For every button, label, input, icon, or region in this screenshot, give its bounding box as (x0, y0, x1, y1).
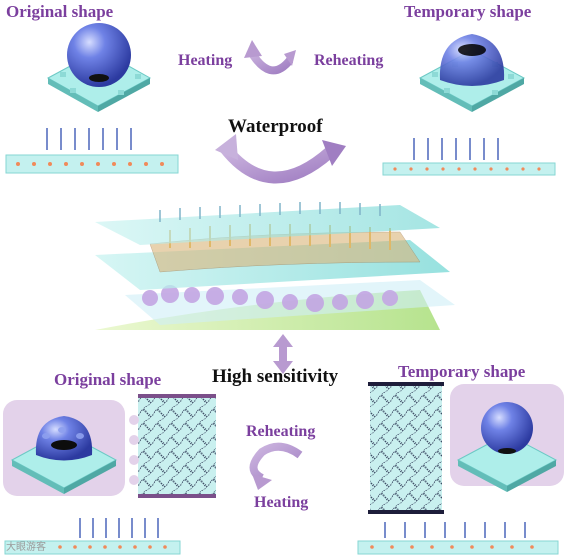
droplet-sphere-icon (67, 23, 131, 87)
top-cycle-arrows (244, 40, 296, 75)
label-original-shape-top: Original shape (6, 2, 114, 21)
label-waterproof: Waterproof (228, 116, 323, 137)
label-reheating-top: Reheating (314, 52, 384, 69)
bottom-left-panel (3, 400, 125, 496)
label-original-shape-bottom: Original shape (54, 370, 162, 389)
label-heating-top: Heating (178, 52, 233, 69)
bottom-left-fabric (129, 394, 216, 498)
bottom-cycle-arrow (249, 442, 303, 490)
bottom-left-pressure-strip (4, 518, 181, 555)
bottom-right-pressure-strip (357, 522, 559, 555)
top-left-device (46, 23, 152, 112)
top-right-pressure-strip (382, 138, 556, 176)
watermark: 大眼游客 (6, 542, 46, 553)
waterproof-arrow (215, 134, 346, 184)
layered-sensor-stack (95, 202, 455, 330)
label-heating-bottom: Heating (254, 494, 309, 511)
bottom-right-panel (450, 384, 564, 492)
bottom-right-fabric (368, 382, 444, 514)
label-reheating-bottom: Reheating (246, 423, 316, 440)
sensitivity-double-arrow (273, 334, 293, 374)
label-temporary-shape-bottom: Temporary shape (398, 362, 526, 381)
top-right-device (418, 34, 526, 112)
label-high-sensitivity: High sensitivity (212, 366, 339, 387)
flattened-droplet-icon (439, 34, 505, 86)
top-left-pressure-strip (5, 128, 179, 174)
label-temporary-shape-top: Temporary shape (404, 2, 532, 21)
